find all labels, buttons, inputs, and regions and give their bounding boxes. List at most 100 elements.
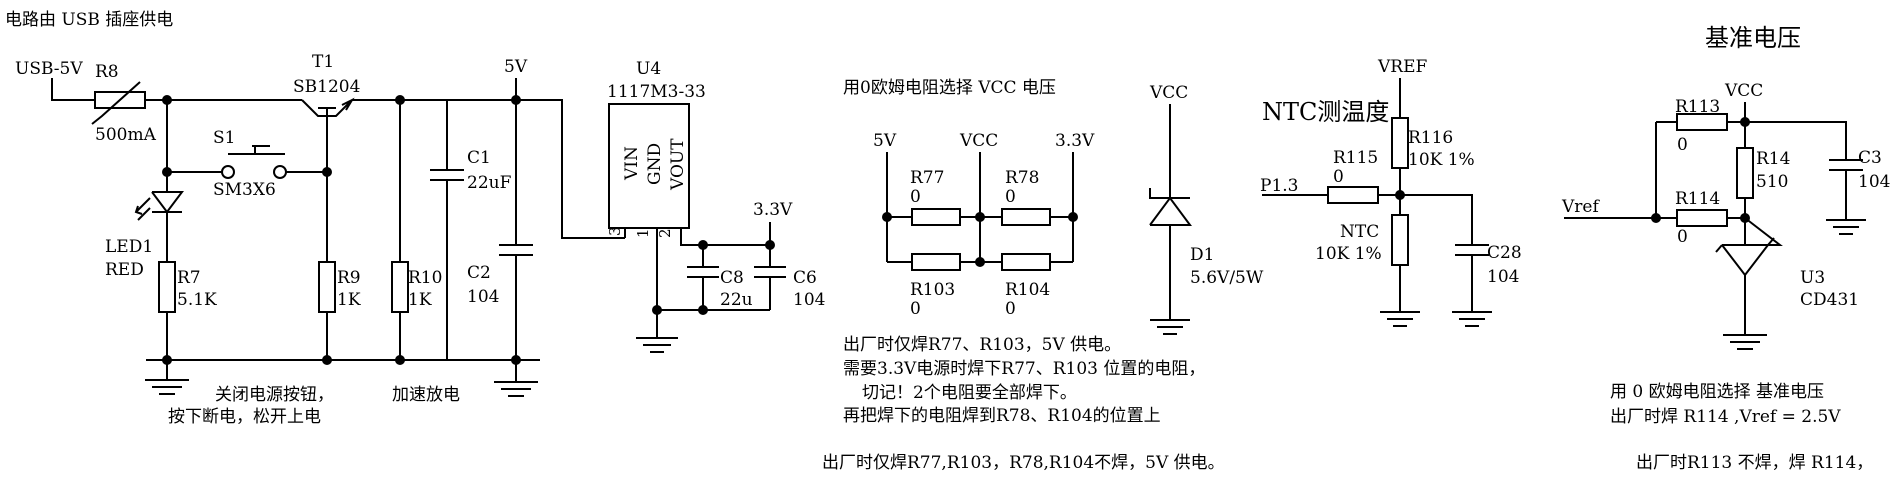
fuse-r8-slash [91, 81, 141, 125]
ground-symbol-c28 [1452, 311, 1492, 327]
label-r14-value: 510 [1756, 172, 1788, 192]
switch-s1-contact [221, 165, 235, 179]
reference-title: 基准电压 [1705, 24, 1801, 52]
junction [765, 240, 775, 250]
label-r113-value: 0 [1677, 135, 1688, 155]
junction [698, 240, 708, 250]
vcc-select-section: 用0欧姆电阻选择 VCC 电压 5V VCC 3.3V R77 0 R78 0 … [822, 78, 1225, 473]
capacitor-c6 [754, 245, 786, 310]
capacitor-c2 [499, 100, 533, 360]
label-r8-value: 500mA [95, 125, 157, 145]
junction [1651, 213, 1661, 223]
label-r9: R9 [337, 268, 361, 288]
pin-gnd: GND [645, 143, 665, 185]
label-r77: R77 [910, 168, 944, 188]
label-r14: R14 [1756, 149, 1790, 169]
label-ref-vcc: VCC [1724, 81, 1763, 101]
wire-ntc-to-c28 [1400, 194, 1473, 245]
label-r10-value: 1K [408, 290, 432, 310]
label-c8: C8 [720, 268, 744, 288]
note-power-button-2: 按下断电，松开上电 [168, 407, 321, 427]
label-t1: T1 [312, 52, 334, 72]
label-c1: C1 [467, 148, 491, 168]
switch-s1-contact [273, 165, 287, 179]
ground-symbol-reg [636, 310, 678, 353]
label-r116-value: 10K 1% [1408, 150, 1475, 170]
label-sel-33v: 3.3V [1055, 131, 1095, 151]
label-u4-value: 1117M3-33 [607, 82, 706, 102]
note-sel-1: 出厂时仅焊R77、R103，5V 供电。 [843, 335, 1121, 355]
junction [322, 355, 332, 365]
label-r115-value: 0 [1333, 167, 1344, 187]
switch-s1-bar [228, 145, 285, 155]
label-r114-value: 0 [1677, 227, 1688, 247]
ground-symbol-right [494, 360, 538, 397]
resistor-r113 [1676, 113, 1728, 131]
ground-symbol-c3 [1826, 219, 1866, 235]
junction [1068, 212, 1078, 222]
resistor-r7 [158, 261, 176, 313]
label-r7: R7 [177, 268, 201, 288]
label-r8: R8 [95, 62, 119, 82]
label-r77-value: 0 [910, 187, 921, 207]
label-sel-vcc: VCC [959, 131, 998, 151]
label-r104-value: 0 [1005, 299, 1016, 319]
resistor-r9 [318, 261, 336, 313]
wire-usb-input [51, 78, 95, 101]
capacitor-c1 [430, 100, 464, 360]
label-d1: D1 [1190, 245, 1214, 265]
note-sel-3: 切记！2个电阻要全部焊下。 [862, 383, 1077, 403]
ground-symbol-u3 [1723, 334, 1767, 350]
resistor-r115 [1327, 186, 1379, 204]
label-ntc-value: 10K 1% [1315, 244, 1382, 264]
wire-vout [680, 228, 770, 246]
pin-3: 3 [606, 226, 624, 236]
pin-vin: VIN [622, 146, 642, 181]
label-r103-value: 0 [910, 299, 921, 319]
label-d1-value: 5.6V/5W [1190, 268, 1264, 288]
note-sel-2: 需要3.3V电源时焊下R77、R103 位置的电阻， [843, 359, 1205, 379]
resistor-r104 [1001, 253, 1051, 271]
vcc-select-title: 用0欧姆电阻选择 VCC 电压 [843, 78, 1056, 98]
note-sel-4: 再把焊下的电阻焊到R78、R104的位置上 [843, 406, 1161, 426]
label-s1: S1 [213, 128, 235, 148]
ground-symbol-left [145, 360, 189, 395]
label-c28-value: 104 [1487, 267, 1519, 287]
label-r114: R114 [1675, 189, 1720, 209]
wire-ref-top [1656, 121, 1847, 160]
note-ref-1: 用 0 欧姆电阻选择 基准电压 [1610, 382, 1824, 402]
label-u3-value: CD431 [1800, 290, 1859, 310]
note-ref-3: 出厂时R113 不焊，焊 R114， [1636, 453, 1873, 473]
resistor-r103 [911, 253, 961, 271]
label-c6-value: 104 [793, 290, 825, 310]
label-r104: R104 [1005, 280, 1050, 300]
junction [1395, 190, 1405, 200]
label-c28: C28 [1487, 243, 1522, 263]
junction [975, 212, 985, 222]
regulator-section: U4 1117M3-33 VIN GND VOUT 3 1 2 3.3V C8 … [606, 59, 825, 353]
junction [975, 257, 985, 267]
label-r7-value: 5.1K [177, 290, 217, 310]
pin-vout: VOUT [668, 138, 688, 191]
wire-5v-rail [352, 99, 625, 239]
note-sel-5: 出厂时仅焊R77,R103，R78,R104不焊，5V 供电。 [822, 453, 1225, 473]
label-c6: C6 [793, 268, 817, 288]
usb-power-section: 电路由 USB 插座供电 USB-5V R8 500mA T1 SB1204 S… [5, 10, 625, 427]
resistor-r78 [1001, 208, 1051, 226]
label-usb5v: USB-5V [15, 59, 83, 79]
usb-title: 电路由 USB 插座供电 [5, 10, 173, 30]
label-u4: U4 [636, 59, 661, 79]
regulator-u4 [608, 103, 690, 229]
label-r116: R116 [1408, 128, 1453, 148]
ground-symbol-ntc [1380, 311, 1420, 327]
pin-2: 2 [656, 228, 674, 238]
label-r115: R115 [1333, 148, 1378, 168]
junction [1740, 117, 1750, 127]
resistor-r14 [1736, 147, 1754, 199]
junction [882, 212, 892, 222]
junction [698, 305, 708, 315]
junction [1740, 213, 1750, 223]
label-c8-value: 22u [720, 290, 753, 310]
label-c3: C3 [1858, 148, 1882, 168]
label-p13: P1.3 [1260, 176, 1298, 196]
